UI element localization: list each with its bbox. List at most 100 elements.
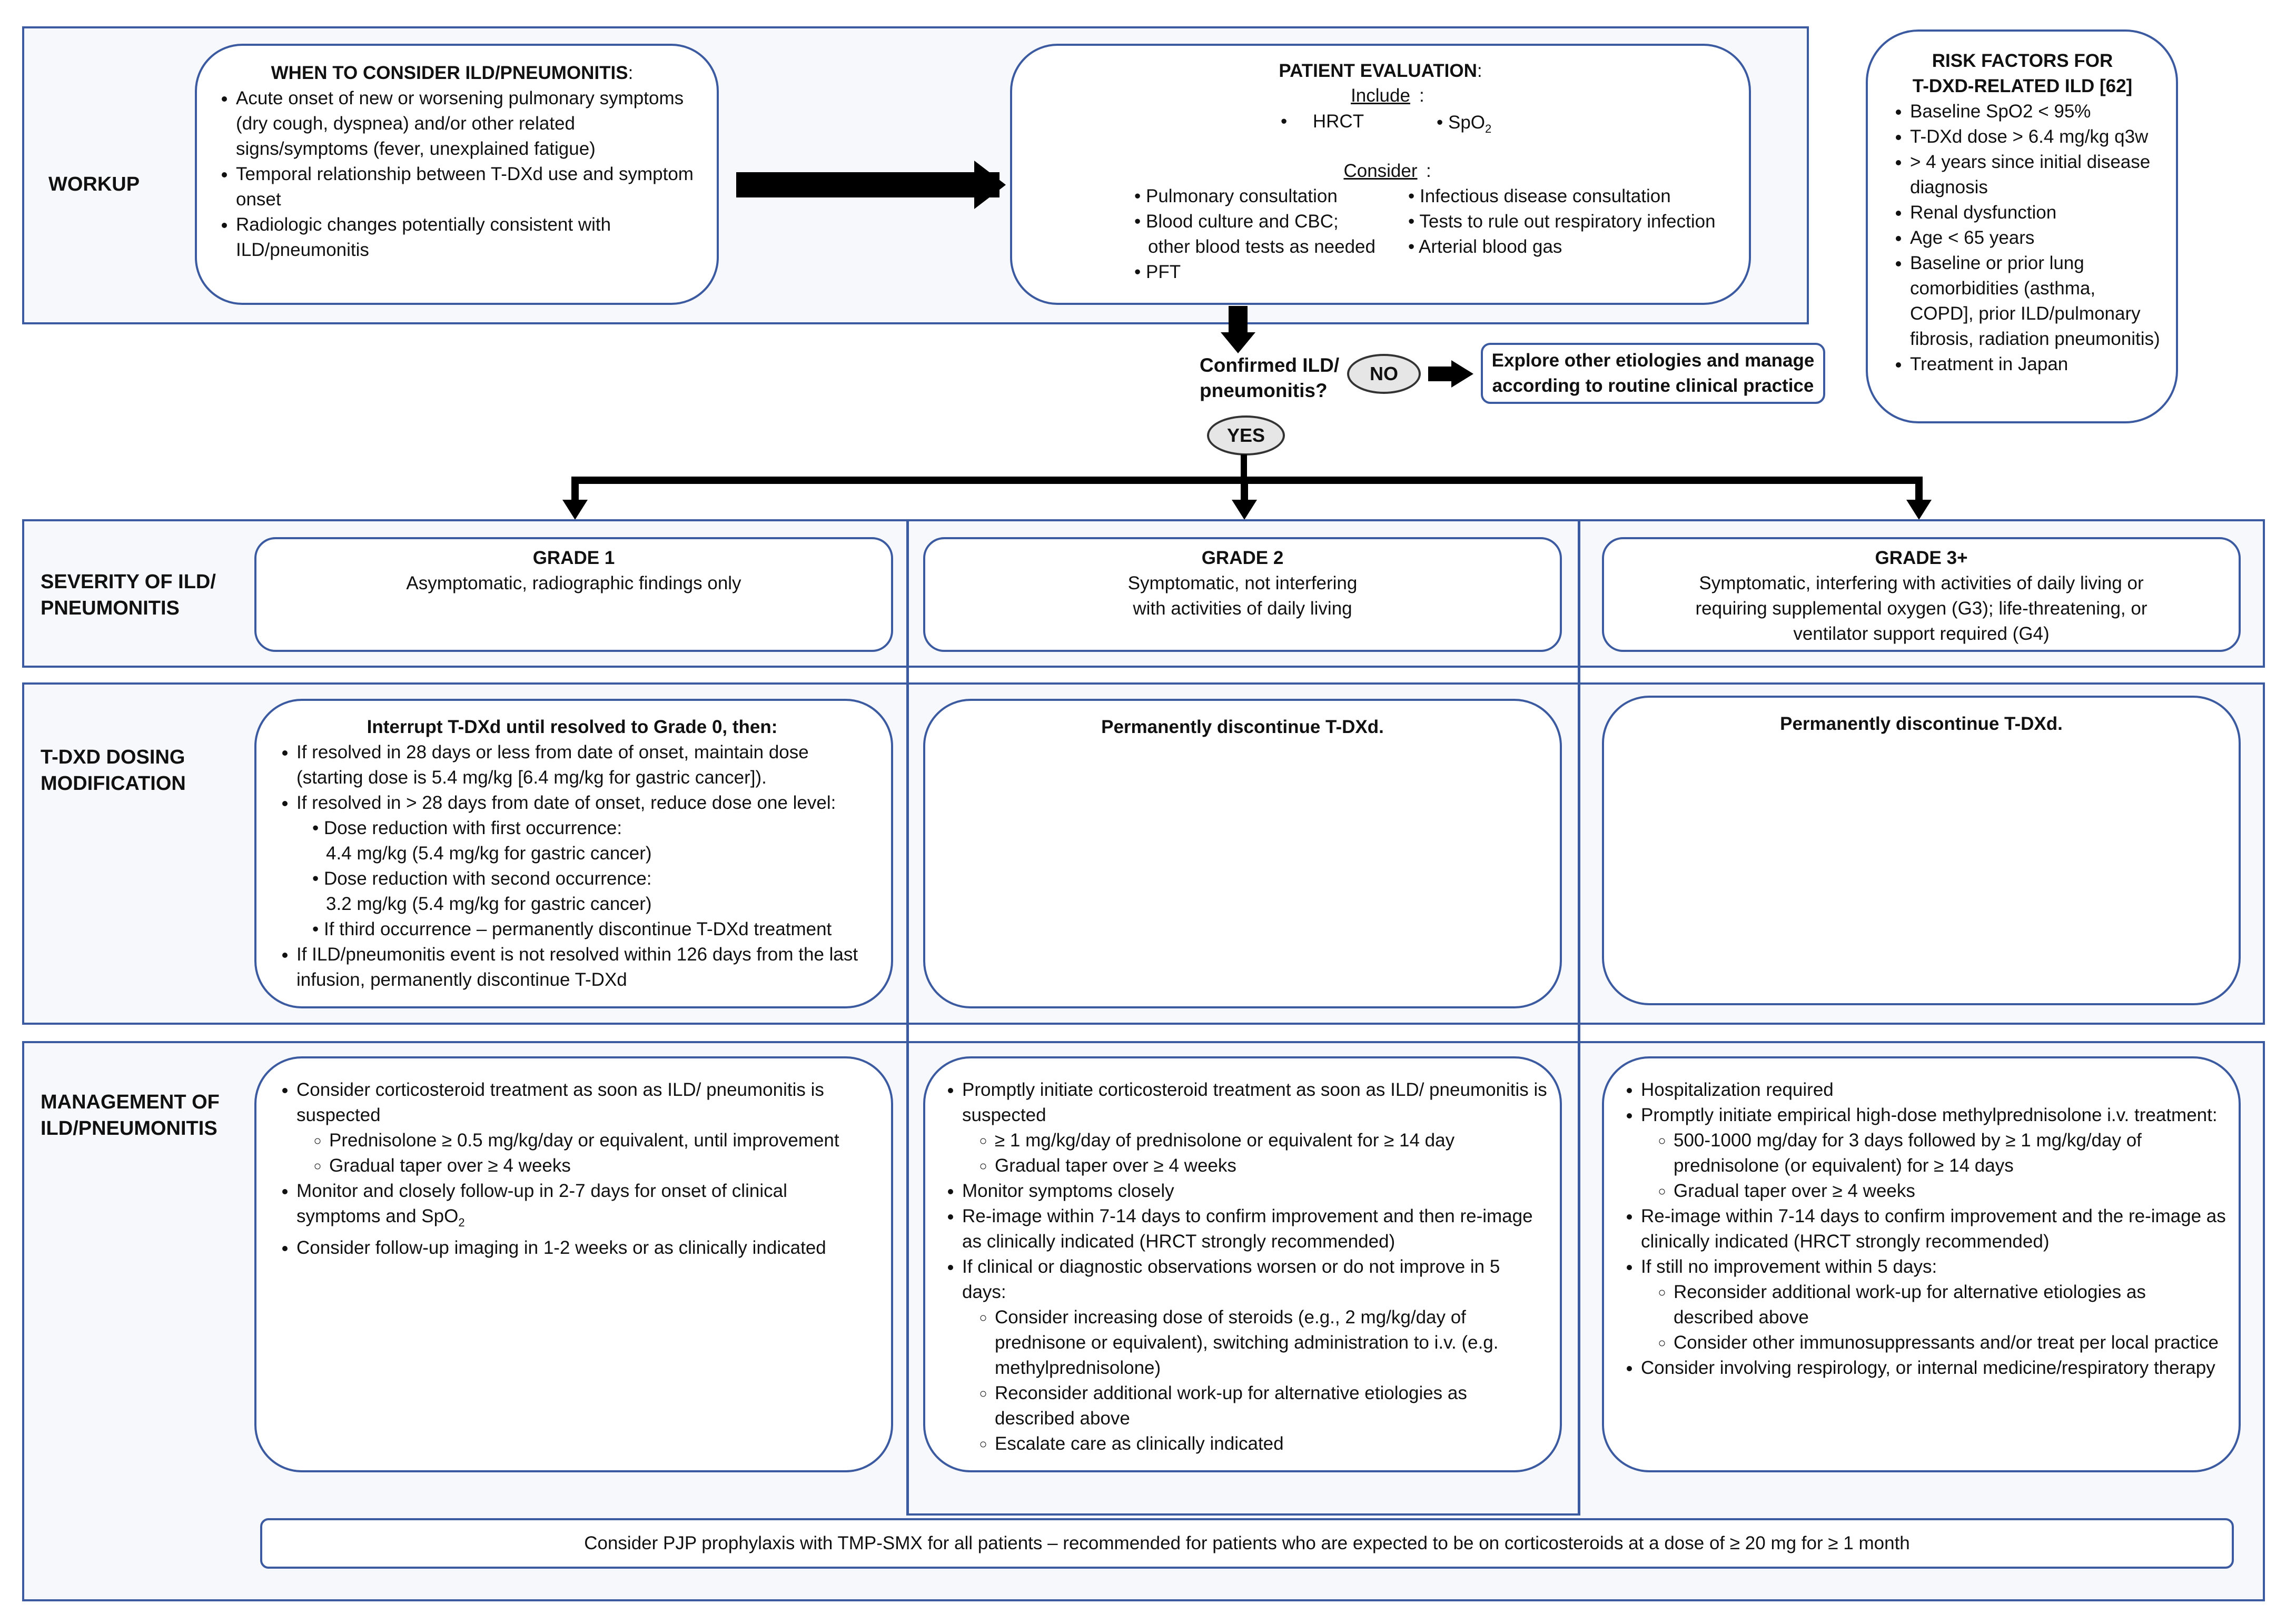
list-item: Age < 65 years (1910, 225, 2163, 251)
list-item: > 4 years since initial disease diagnosi… (1910, 150, 2163, 200)
confirmed-question: Confirmed ILD/ pneumonitis? (1200, 354, 1340, 401)
list-item: Re-image within 7-14 days to confirm imp… (962, 1204, 1547, 1254)
list-item: Prednisolone ≥ 0.5 mg/kg/day or equivale… (329, 1128, 875, 1153)
list-item: Hospitalization required (1641, 1077, 2226, 1103)
when-to-consider-title: WHEN TO CONSIDER ILD/PNEUMONITIS: (271, 63, 634, 83)
item-text: If still no improvement within 5 days: (1641, 1256, 1937, 1277)
column-divider-right (1578, 519, 1580, 1516)
list-item: • Tests to rule out respiratory infectio… (1408, 211, 1716, 232)
list-item: Treatment in Japan (1910, 352, 2163, 377)
when-to-consider-list: Acute onset of new or worsening pulmonar… (211, 86, 694, 263)
list-item: If clinical or diagnostic observations w… (962, 1254, 1547, 1457)
explore-box: Explore other etiologies and manage acco… (1481, 343, 1825, 404)
when-to-consider-box: WHEN TO CONSIDER ILD/PNEUMONITIS: Acute … (195, 44, 719, 305)
grade2-description: Symptomatic, not interfering with activi… (1127, 573, 1358, 619)
yes-vertical-line (1241, 454, 1247, 481)
patient-evaluation-title: PATIENT EVALUATION: (1279, 61, 1482, 81)
grade3-dosing-box: Permanently discontinue T-DXd. (1602, 696, 2241, 1005)
pjp-prophylaxis-box: Consider PJP prophylaxis with TMP-SMX fo… (260, 1518, 2234, 1569)
grade1-management-list: Consider corticosteroid treatment as soo… (266, 1077, 875, 1261)
yes-pill: YES (1207, 415, 1285, 455)
item-text: If clinical or diagnostic observations w… (962, 1256, 1500, 1302)
list-item: Reconsider additional work-up for altern… (1674, 1280, 2226, 1330)
item-text: Promptly initiate corticosteroid treatme… (962, 1080, 1547, 1125)
list-item: • Dose reduction with second occurrence:… (312, 866, 875, 917)
workup-arrow-head (974, 161, 1006, 209)
list-item: If resolved in 28 days or less from date… (296, 740, 875, 790)
subscript: 2 (458, 1216, 465, 1229)
list-item: Re-image within 7-14 days to confirm imp… (1641, 1204, 2226, 1254)
workup-arrow-shaft (736, 172, 999, 197)
branch-right-arrow-head (1906, 500, 1932, 520)
grade1-severity-box: GRADE 1 Asymptomatic, radiographic findi… (254, 537, 893, 652)
branch-left-line (571, 477, 579, 501)
no-pill: NO (1347, 354, 1421, 394)
include-item-hrct: • HRCT (1281, 111, 1364, 132)
grade1-dosing-list: If resolved in 28 days or less from date… (269, 740, 875, 993)
down-arrow-head (1221, 332, 1255, 353)
list-item: Monitor symptoms closely (962, 1179, 1547, 1204)
workup-label: WORKUP (48, 173, 140, 195)
include-item-spo2: • SpO2 (1437, 112, 1492, 135)
branch-middle-line (1241, 477, 1248, 501)
list-item: • Dose reduction with first occurrence:4… (312, 816, 875, 866)
list-item: Temporal relationship between T-DXd use … (236, 162, 694, 212)
list-item: Monitor and closely follow-up in 2-7 day… (296, 1179, 875, 1235)
list-item: Gradual taper over ≥ 4 weeks (995, 1153, 1547, 1179)
sub2-value: 3.2 mg/kg (5.4 mg/kg for gastric cancer) (326, 894, 652, 914)
list-item: Gradual taper over ≥ 4 weeks (329, 1153, 875, 1179)
no-arrow-shaft (1428, 367, 1453, 381)
list-item: If still no improvement within 5 days: R… (1641, 1254, 2226, 1355)
list-item: Promptly initiate empirical high-dose me… (1641, 1103, 2226, 1204)
grade2-management-box: Promptly initiate corticosteroid treatme… (923, 1056, 1562, 1472)
grade1-management-box: Consider corticosteroid treatment as soo… (254, 1056, 893, 1472)
branch-right-line (1915, 477, 1923, 501)
risk-title-line2: T-DXD-RELATED ILD [62] (1912, 76, 2133, 96)
item-text: Monitor and closely follow-up in 2-7 day… (296, 1181, 787, 1226)
list-item: Escalate care as clinically indicated (995, 1431, 1547, 1457)
list-item: Gradual taper over ≥ 4 weeks (1674, 1179, 2226, 1204)
patient-evaluation-box: PATIENT EVALUATION: Include: • HRCT • Sp… (1010, 44, 1751, 305)
list-item: Reconsider additional work-up for altern… (995, 1381, 1547, 1431)
list-item: Promptly initiate corticosteroid treatme… (962, 1077, 1547, 1179)
grade2-dosing-box: Permanently discontinue T-DXd. (923, 699, 1562, 1008)
list-item: Baseline or prior lung comorbidities (as… (1910, 251, 2163, 352)
grade3-severity-box: GRADE 3+ Symptomatic, interfering with a… (1602, 537, 2241, 652)
grade3-management-list: Hospitalization required Promptly initia… (1610, 1077, 2226, 1381)
list-item: • Blood culture and CBC; (1134, 211, 1339, 232)
list-item: • If third occurrence – permanently disc… (312, 919, 832, 939)
branch-middle-arrow-head (1232, 500, 1257, 520)
list-item: T-DXd dose > 6.4 mg/kg q3w (1910, 124, 2163, 150)
list-item: ≥ 1 mg/kg/day of prednisolone or equival… (995, 1128, 1547, 1153)
list-item: Consider follow-up imaging in 1-2 weeks … (296, 1235, 875, 1261)
risk-factors-list: Baseline SpO2 < 95% T-DXd dose > 6.4 mg/… (1882, 99, 2163, 377)
consider-colon: : (1426, 161, 1431, 181)
grade3-description: Symptomatic, interfering with activities… (1695, 573, 2148, 644)
list-item: Renal dysfunction (1910, 200, 2163, 225)
grade3-dosing-text: Permanently discontinue T-DXd. (1780, 714, 2063, 734)
list-item: Radiologic changes potentially consisten… (236, 212, 694, 263)
grade2-severity-box: GRADE 2 Symptomatic, not interfering wit… (923, 537, 1562, 652)
grade2-title: GRADE 2 (1201, 548, 1284, 568)
list-item: Consider corticosteroid treatment as soo… (296, 1077, 875, 1179)
consider-left-list: • Pulmonary consultation • Blood culture… (1134, 184, 1375, 285)
branch-left-arrow-head (562, 500, 588, 520)
list-item: Consider involving respirology, or inter… (1641, 1355, 2226, 1381)
grade3-title: GRADE 3+ (1875, 548, 1968, 568)
list-item: • Pulmonary consultation (1134, 186, 1338, 206)
consider-right-list: • Infectious disease consultation • Test… (1408, 184, 1716, 260)
management-label: MANAGEMENT OF ILD/PNEUMONITIS (41, 1091, 220, 1140)
severity-label: SEVERITY OF ILD/ PNEUMONITIS (41, 571, 216, 619)
sub1-value: 4.4 mg/kg (5.4 mg/kg for gastric cancer) (326, 843, 652, 864)
column-divider-bottom (906, 1513, 1580, 1516)
list-item: Baseline SpO2 < 95% (1910, 99, 2163, 124)
dosing-label: T-DXD DOSING MODIFICATION (41, 746, 186, 795)
list-item: • Infectious disease consultation (1408, 186, 1671, 206)
list-item: If ILD/pneumonitis event is not resolved… (296, 942, 875, 993)
grade1-dosing-box: Interrupt T-DXd until resolved to Grade … (254, 699, 893, 1008)
risk-factors-box: RISK FACTORS FOR T-DXD-RELATED ILD [62] … (1866, 29, 2178, 423)
item-text: Promptly initiate empirical high-dose me… (1641, 1105, 2218, 1125)
grade1-dosing-title: Interrupt T-DXd until resolved to Grade … (367, 717, 778, 737)
list-item: Consider other immunosuppressants and/or… (1674, 1330, 2226, 1355)
grade2-management-list: Promptly initiate corticosteroid treatme… (932, 1077, 1547, 1457)
